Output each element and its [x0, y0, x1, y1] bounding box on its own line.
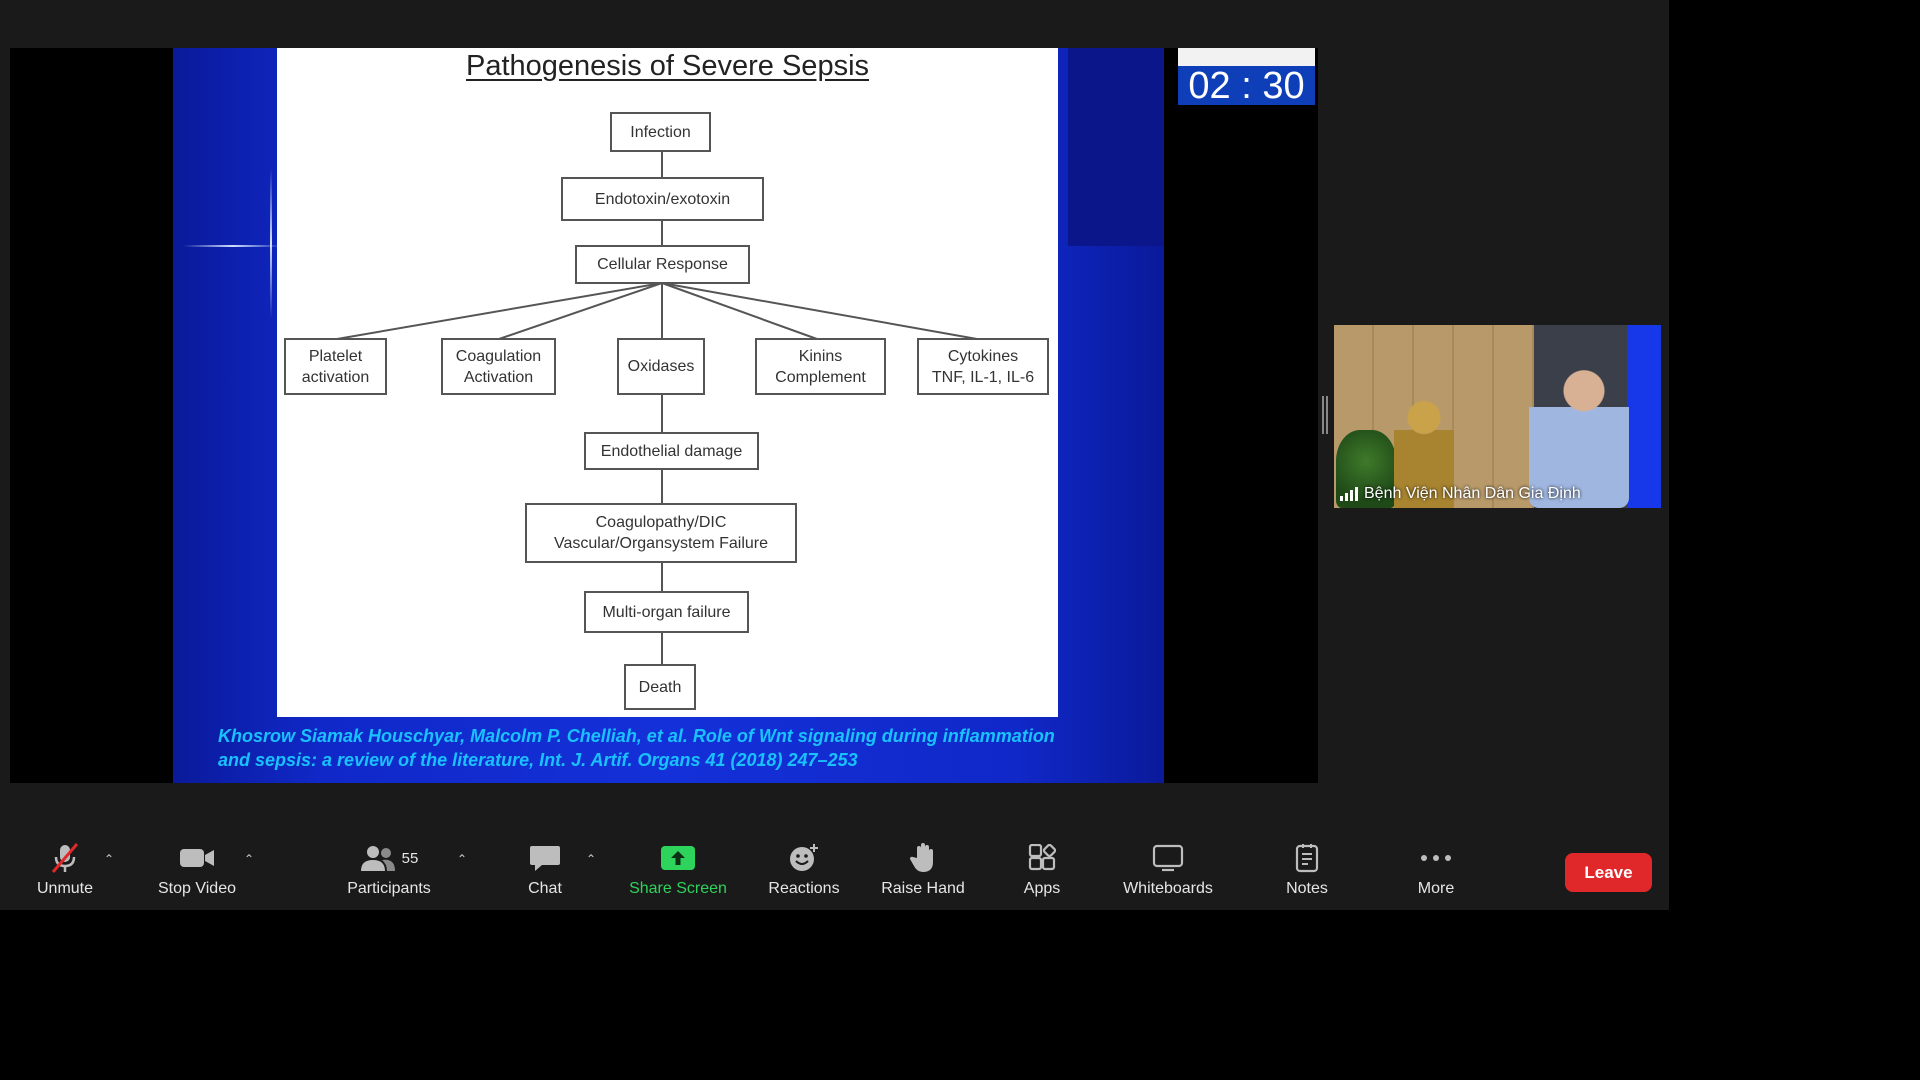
video-background [1627, 325, 1661, 508]
video-options-caret-icon[interactable]: ⌃ [244, 852, 255, 866]
node-death: Death [624, 664, 696, 710]
notes-button[interactable]: Notes [1282, 842, 1332, 908]
participant-video-tile[interactable]: Bệnh Viện Nhân Dân Gia Định [1334, 325, 1661, 508]
node-platelet-activation: Platelet activation [284, 338, 387, 395]
participant-count: 55 [401, 849, 419, 867]
chat-button[interactable]: Chat [520, 842, 570, 908]
video-camera-icon [178, 842, 216, 874]
node-multi-organ-failure: Multi-organ failure [584, 591, 749, 633]
node-oxidases: Oxidases [617, 338, 705, 395]
chat-label: Chat [528, 880, 562, 897]
node-kinins-complement: Kinins Complement [755, 338, 886, 395]
share-screen-icon [660, 842, 696, 874]
video-speaker [1529, 365, 1629, 508]
shared-screen: Pathogenesis of Severe Sepsis [10, 48, 1318, 783]
unmute-label: Unmute [36, 880, 94, 897]
node-endotoxin: Endotoxin/exotoxin [561, 177, 764, 221]
notes-icon [1294, 842, 1320, 874]
signal-strength-icon [1340, 487, 1358, 501]
whiteboards-label: Whiteboards [1123, 880, 1213, 897]
unmute-button[interactable]: Unmute [30, 842, 100, 908]
share-screen-label: Share Screen [629, 880, 727, 897]
reactions-label: Reactions [768, 880, 840, 897]
citation-line: Khosrow Siamak Houschyar, Malcolm P. Che… [218, 726, 1055, 746]
countdown-timer: 02 : 30 [1178, 48, 1315, 107]
sparkle-decoration [183, 245, 283, 247]
slide-title: Pathogenesis of Severe Sepsis [465, 50, 870, 82]
chat-bubble-icon [529, 842, 561, 874]
sparkle-decoration [270, 168, 272, 318]
apps-label: Apps [1023, 880, 1061, 897]
presentation-slide: Pathogenesis of Severe Sepsis [173, 48, 1164, 783]
raised-hand-icon [909, 842, 937, 874]
apps-grid-icon [1028, 842, 1056, 874]
raise-hand-label: Raise Hand [881, 880, 965, 897]
node-coagulation-activation: Coagulation Activation [441, 338, 556, 395]
participants-options-caret-icon[interactable]: ⌃ [457, 852, 468, 866]
flow-connectors [336, 151, 978, 665]
node-cellular-response: Cellular Response [575, 245, 750, 284]
meeting-window: Pathogenesis of Severe Sepsis [0, 0, 1669, 910]
participants-button[interactable]: 55 Participants [342, 842, 436, 908]
whiteboard-icon [1152, 842, 1184, 874]
stop-video-label: Stop Video [158, 880, 236, 897]
node-coagulopathy: Coagulopathy/DIC Vascular/Organsystem Fa… [525, 503, 797, 563]
stop-video-button[interactable]: Stop Video [152, 842, 242, 908]
meeting-toolbar: Unmute ⌃ Stop Video ⌃ 55 [0, 820, 1669, 910]
slide-diagram-card: Pathogenesis of Severe Sepsis [277, 48, 1058, 717]
share-screen-button[interactable]: Share Screen [627, 842, 729, 908]
resize-handle[interactable] [1322, 396, 1328, 434]
node-endothelial-damage: Endothelial damage [584, 432, 759, 470]
node-infection: Infection [610, 112, 711, 152]
raise-hand-button[interactable]: Raise Hand [878, 842, 968, 908]
video-statue [1394, 395, 1454, 508]
leave-button[interactable]: Leave [1565, 853, 1652, 892]
participants-icon: 55 [360, 842, 419, 874]
reactions-smiley-icon [788, 842, 820, 874]
audio-options-caret-icon[interactable]: ⌃ [104, 852, 115, 866]
node-cytokines: Cytokines TNF, IL-1, IL-6 [917, 338, 1049, 395]
timer-display: 02 : 30 [1188, 65, 1305, 107]
reactions-button[interactable]: Reactions [764, 842, 844, 908]
more-button[interactable]: More [1413, 842, 1459, 908]
more-dots-icon [1419, 842, 1453, 874]
participants-label: Participants [347, 880, 431, 897]
chat-options-caret-icon[interactable]: ⌃ [586, 852, 597, 866]
slide-decoration [1068, 48, 1164, 246]
participant-name-bar: Bệnh Viện Nhân Dân Gia Định [1334, 480, 1661, 508]
slide-citation: Khosrow Siamak Houschyar, Malcolm P. Che… [218, 724, 1138, 772]
apps-button[interactable]: Apps [1020, 842, 1064, 908]
whiteboards-button[interactable]: Whiteboards [1118, 842, 1218, 908]
participant-name: Bệnh Viện Nhân Dân Gia Định [1364, 485, 1581, 502]
notes-label: Notes [1286, 880, 1328, 897]
muted-microphone-icon [48, 842, 82, 874]
citation-line: and sepsis: a review of the literature, … [218, 750, 858, 770]
more-label: More [1417, 880, 1455, 897]
